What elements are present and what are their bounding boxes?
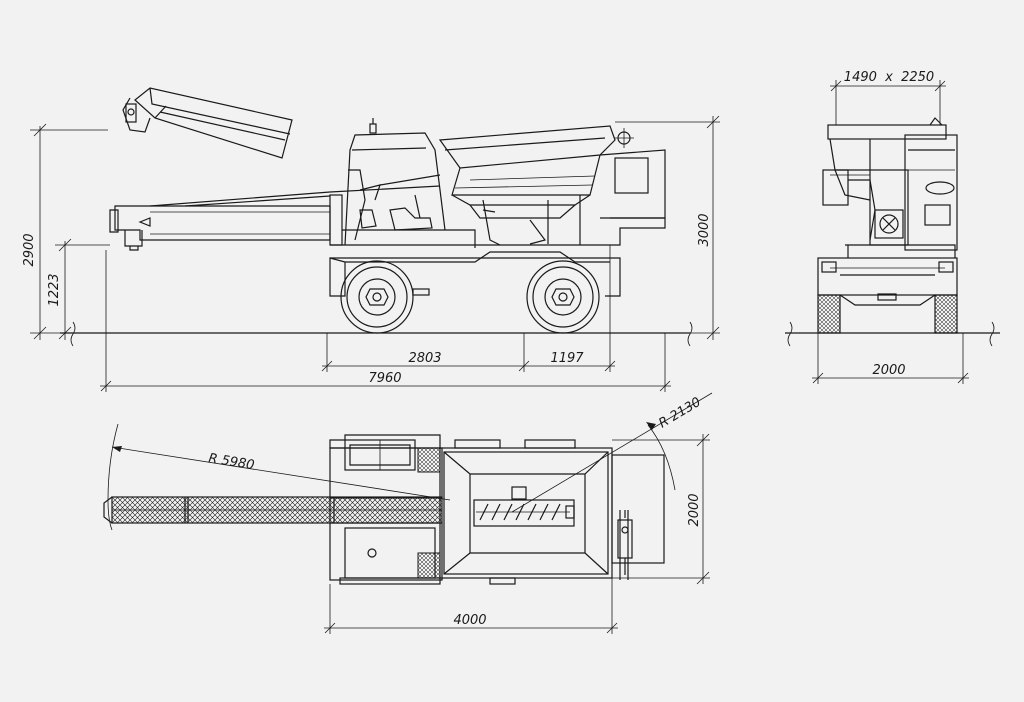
screw-flights [476, 503, 570, 521]
chassis [329, 194, 666, 297]
plan-rear [611, 454, 665, 580]
dim-3000-label: 3000 [697, 213, 712, 246]
front-tyre-right [934, 294, 958, 334]
dim-1197-label: 1197 [550, 351, 584, 366]
dim-r5980-label: R 5980 [207, 451, 255, 473]
dim-plan-width [612, 433, 710, 585]
rear-wheel [526, 260, 600, 334]
dim-side-height-left [30, 123, 110, 340]
dim-front-top [830, 80, 946, 125]
side-view: 2900 1223 3000 2803 1197 [22, 87, 720, 392]
dim-4000-label: 4000 [453, 613, 486, 628]
dim-wheelbase [321, 245, 616, 372]
front-wheel [340, 260, 414, 334]
plan-hopper [439, 439, 613, 585]
dim-1490x2250-label: 1490 x 2250 [844, 70, 934, 85]
front-axle [817, 257, 958, 306]
dim-radius-turn [511, 392, 713, 513]
front-view: 1490 x 2250 2000 [785, 70, 1000, 384]
dim-radius-auger [107, 423, 451, 531]
dim-2803-label: 2803 [408, 351, 441, 366]
cabin [344, 118, 446, 246]
hopper [438, 125, 634, 219]
break-mark-left [70, 321, 76, 347]
front-tyre-left [817, 294, 841, 334]
engine-housing [482, 149, 666, 246]
plan-auger [103, 496, 443, 524]
lowered-auger [109, 185, 441, 251]
plan-view: R 5980 R 2130 2000 4000 [103, 392, 713, 634]
dim-front-bottom [812, 333, 969, 384]
dim-7960-label: 7960 [368, 371, 401, 386]
dim-front-2000-label: 2000 [872, 363, 905, 378]
dim-side-height-right [615, 115, 720, 340]
plan-body [329, 434, 443, 585]
dim-plan-2000-label: 2000 [687, 493, 702, 526]
front-body [822, 117, 958, 258]
dim-1223-label: 1223 [47, 273, 62, 306]
break-mark-right [687, 321, 693, 347]
dim-2900-label: 2900 [22, 233, 37, 266]
raised-auger [122, 87, 293, 159]
dim-plan-length [324, 578, 618, 634]
dim-r2130-label: R 2130 [656, 395, 703, 432]
dim-overall-length [100, 250, 671, 392]
